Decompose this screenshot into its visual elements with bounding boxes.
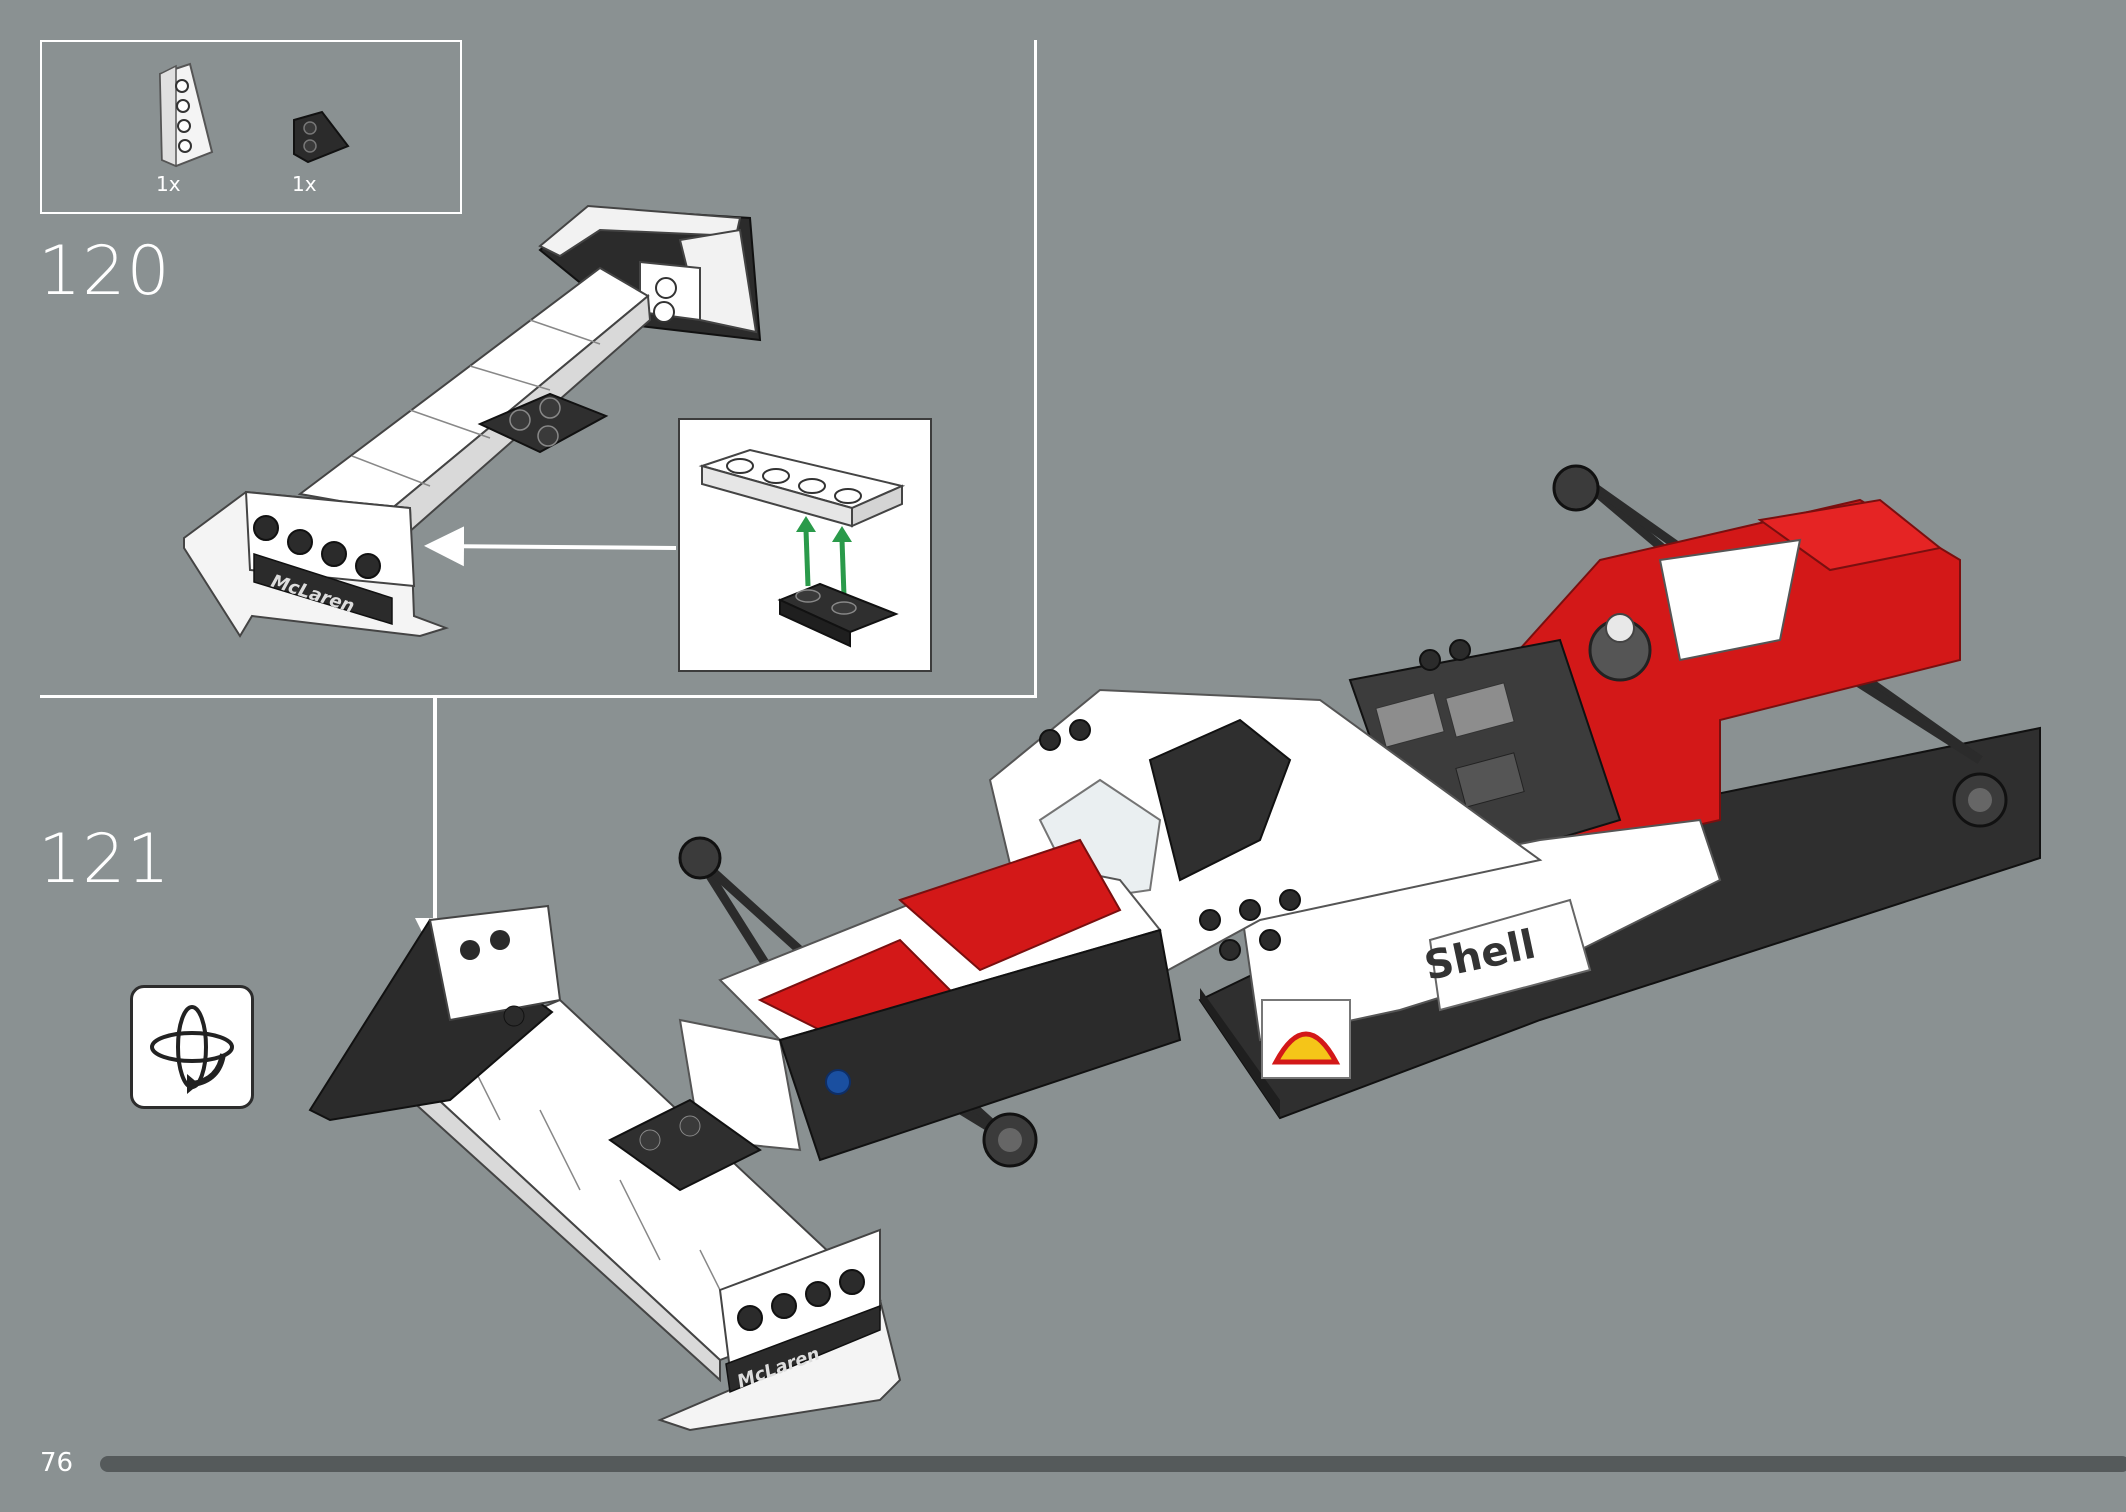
- black-wedge-plate-part: [293, 110, 350, 164]
- step-number: 120: [38, 232, 171, 311]
- part-quantity: 1x: [292, 172, 317, 196]
- step-divider-vertical: [1034, 40, 1037, 698]
- parts-illustration: [158, 62, 350, 168]
- parts-callout: 1x 1x: [40, 40, 462, 214]
- page-progress-bar: [100, 1456, 2126, 1472]
- arrow-icon: [424, 526, 677, 567]
- step-divider-horizontal: [40, 695, 1037, 698]
- rear-wing-subassembly: McLaren: [183, 204, 762, 638]
- part-quantity: 1x: [156, 172, 181, 196]
- substep-illustration: [698, 448, 906, 648]
- white-plate-1x4: [698, 448, 906, 528]
- f1-car-model: Shell: [308, 464, 2041, 1432]
- green-arrow-icon: [796, 516, 852, 597]
- substep-callout: [678, 418, 932, 672]
- rotate-model-icon: [130, 985, 254, 1109]
- step-number: 121: [38, 820, 171, 899]
- page-number: 76: [40, 1448, 74, 1478]
- black-wedge-plate: [777, 582, 899, 648]
- rotate-icon: [150, 1005, 234, 1094]
- white-wedge-plate-part: [158, 62, 214, 168]
